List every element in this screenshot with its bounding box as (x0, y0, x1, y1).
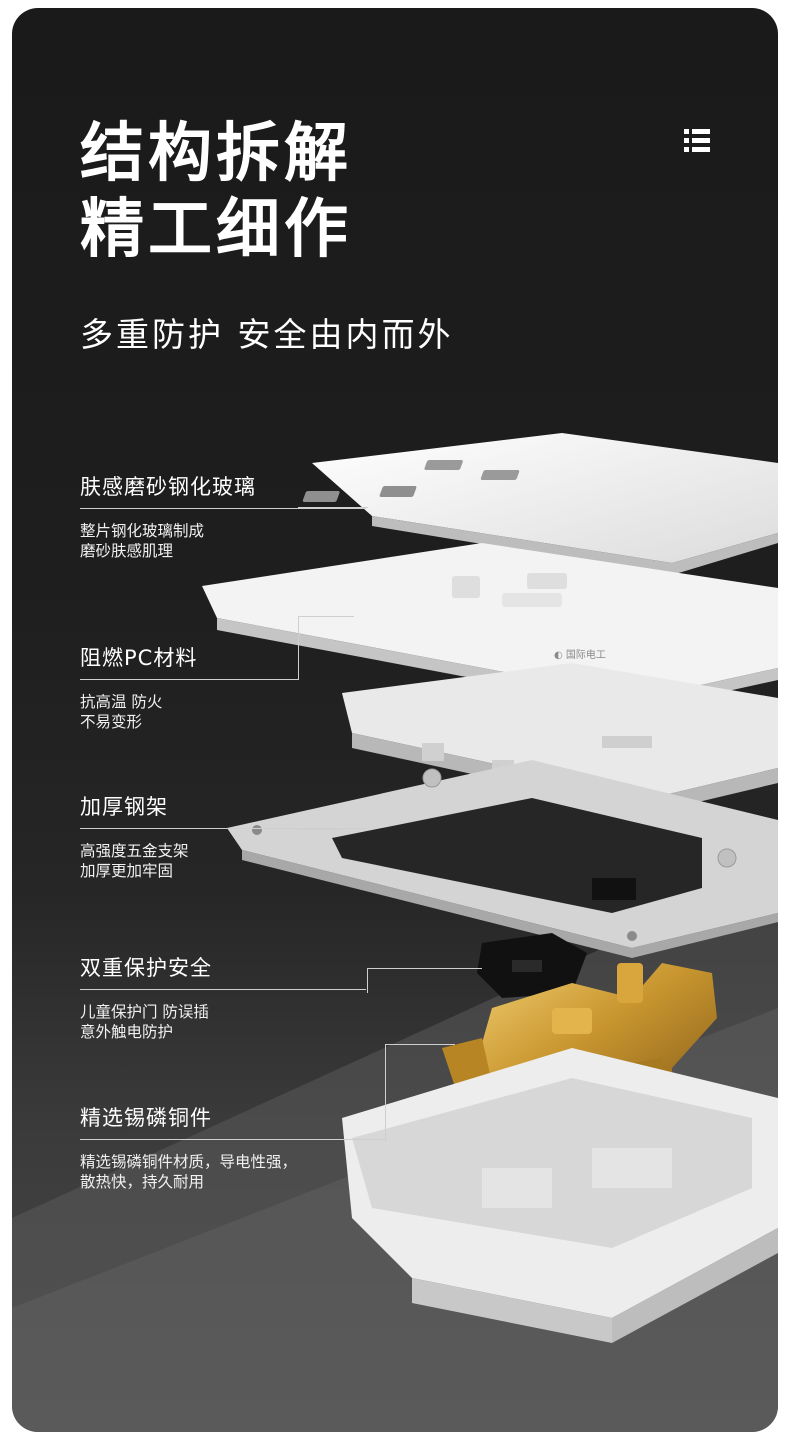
list-menu-icon[interactable] (682, 126, 712, 156)
leader-shutter-h (367, 968, 482, 969)
feature-glass: 肤感磨砂钢化玻璃 整片钢化玻璃制成 磨砂肤感肌理 (80, 472, 366, 561)
feature-title: 精选锡磷铜件 (80, 1106, 212, 1130)
leader-glass (298, 507, 368, 508)
leader-copper-v (385, 1044, 386, 1142)
svg-text:◐ 国际电工: ◐ 国际电工 (554, 648, 606, 661)
feature-title: 加厚钢架 (80, 795, 168, 819)
feature-title: 肤感磨砂钢化玻璃 (80, 475, 256, 499)
pc-panel: ◐ 国际电工 (202, 543, 778, 710)
glass-panel (302, 433, 778, 575)
feature-desc: 整片钢化玻璃制成 (80, 522, 205, 540)
feature-desc: 意外触电防护 (80, 1023, 174, 1041)
feature-desc: 磨砂肤感肌理 (80, 542, 174, 560)
feature-desc: 不易变形 (80, 713, 143, 731)
steel-frame (227, 760, 778, 958)
feature-divider (80, 508, 366, 509)
headline-line1: 结构拆解 (80, 117, 352, 191)
feature-title: 双重保护安全 (80, 956, 212, 980)
feature-divider (80, 989, 366, 990)
leader-pc-v (298, 616, 299, 680)
feature-divider (80, 1139, 385, 1140)
headline-line2: 精工细作 (80, 193, 352, 267)
safety-shutter (477, 933, 587, 998)
headline: 结构拆解 精工细作 (80, 116, 352, 268)
feature-shutter: 双重保护安全 儿童保护门 防误插 意外触电防护 (80, 953, 366, 1042)
feature-copper: 精选锡磷铜件 精选锡磷铜件材质，导电性强， 散热快，持久耐用 (80, 1103, 385, 1192)
leader-shutter-v (367, 968, 368, 993)
feature-pc: 阻燃PC材料 抗高温 防火 不易变形 (80, 643, 298, 732)
feature-desc: 散热快，持久耐用 (80, 1173, 205, 1191)
product-card: ◐ 国际电工 (12, 8, 778, 1432)
feature-desc: 儿童保护门 防误插 (80, 1003, 209, 1021)
socket-exploded-illustration: ◐ 国际电工 (202, 433, 778, 1343)
leader-pc-h (298, 616, 354, 617)
leader-frame (298, 829, 342, 830)
feature-desc: 加厚更加牢固 (80, 862, 174, 880)
subtitle: 多重防护 安全由内而外 (80, 315, 454, 354)
leader-copper-h (385, 1044, 455, 1045)
feature-divider (80, 679, 298, 680)
feature-divider (80, 828, 366, 829)
feature-desc: 精选锡磷铜件材质，导电性强， (80, 1153, 298, 1171)
feature-desc: 高强度五金支架 (80, 842, 189, 860)
feature-desc: 抗高温 防火 (80, 693, 163, 711)
feature-steel: 加厚钢架 高强度五金支架 加厚更加牢固 (80, 792, 366, 881)
feature-title: 阻燃PC材料 (80, 646, 198, 670)
socket-base (342, 1048, 778, 1343)
